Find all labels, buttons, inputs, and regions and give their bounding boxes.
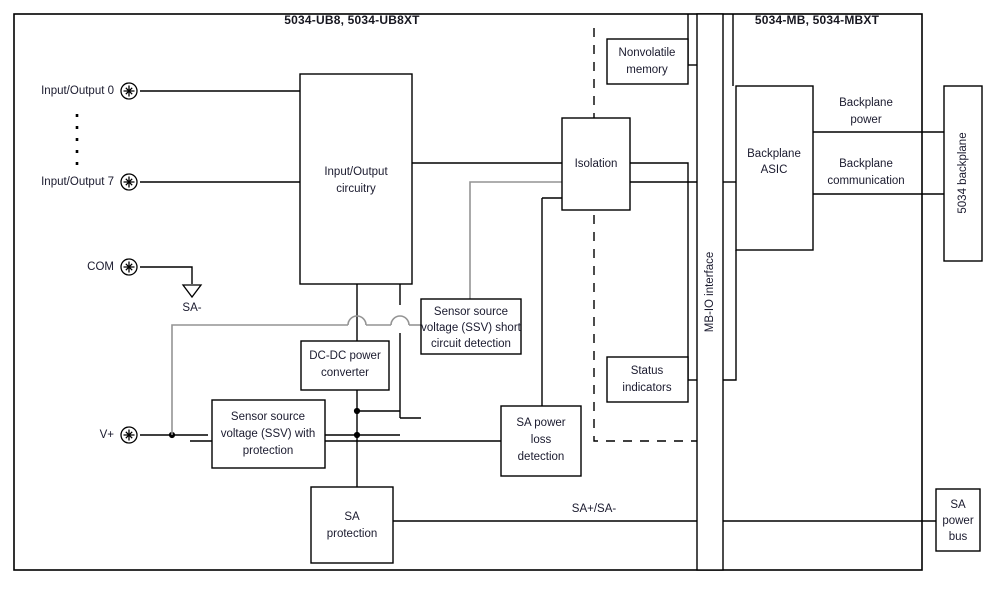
label-dcdc-1: DC-DC power [309,350,381,362]
block-io-circuitry [299,73,413,285]
label-ssv-prot-1: Sensor source [231,411,305,423]
block-ssv-short-circuit-detection [420,298,522,355]
label-backplane-communication-2: communication [827,175,904,187]
terminal-label-io0: Input/Output 0 [41,85,114,97]
label-5034-backplane: 5034 backplane [957,132,969,213]
terminal-com[interactable] [120,258,138,276]
label-io-circuitry-2: circuitry [336,183,376,195]
block-nonvolatile-memory [606,38,689,85]
module-outline [13,13,923,571]
label-backplane-power-1: Backplane [839,97,893,109]
header-left: 5034-UB8, 5034-UB8XT [284,13,420,27]
label-ssv-short-2: voltage (SSV) short [421,322,522,334]
block-dc-dc-converter [300,340,390,391]
block-mb-io-interface [696,13,724,571]
label-isolation: Isolation [575,158,618,170]
terminal-io0[interactable] [120,82,138,100]
label-ssv-prot-2: voltage (SSV) with [221,428,316,440]
header-right: 5034-MB, 5034-MBXT [755,13,880,27]
wire-com [140,266,193,284]
label-sa-power-bus-3: bus [949,531,968,543]
block-sa-power-loss-detection [500,405,582,477]
label-sa-loss-3: detection [518,451,565,463]
label-sa-bus: SA+/SA- [572,503,617,515]
block-sa-power-bus [935,488,981,552]
label-sa-protection-2: protection [327,528,378,540]
label-dcdc-2: converter [321,367,369,379]
block-ssv-with-protection [211,399,326,469]
terminal-label-com: COM [87,261,114,273]
block-isolation [561,117,631,211]
terminal-label-io7: Input/Output 7 [41,176,114,188]
label-nonvolatile-1: Nonvolatile [619,47,676,59]
terminal-vplus[interactable] [120,426,138,444]
wire-gray-ssv-sense-left [171,324,348,435]
ground-label: SA- [182,302,201,314]
label-status-2: indicators [622,382,671,394]
label-ssv-prot-3: protection [243,445,294,457]
label-backplane-power-2: power [850,114,881,126]
wire-hop-2 [390,315,410,326]
label-io-circuitry-1: Input/Output [324,166,388,178]
wire-hop-1 [347,315,367,326]
terminal-label-vplus: V+ [100,429,115,441]
terminal-io7[interactable] [120,173,138,191]
wire-isolation-top-route [630,162,689,380]
label-sa-loss-1: SA power [516,417,565,429]
wire-mbio-to-asic-bottom [723,250,737,381]
block-backplane-asic [735,85,814,251]
ground-symbol-sa-minus [181,284,203,299]
block-5034-backplane [943,85,983,262]
wire-gray-ssv-to-isolation [469,181,562,299]
label-backplane-asic-1: Backplane [747,148,801,160]
label-backplane-asic-2: ASIC [761,164,788,176]
label-sa-loss-2: loss [531,434,552,446]
label-sa-protection-1: SA [344,511,360,523]
label-nonvolatile-2: memory [626,64,668,76]
label-status-1: Status [631,365,664,377]
label-ssv-short-3: circuit detection [431,338,511,350]
label-ssv-short-1: Sensor source [434,306,508,318]
block-sa-protection [310,486,394,564]
block-status-indicators [606,356,689,403]
label-sa-power-bus-2: power [942,515,973,527]
label-sa-power-bus-1: SA [950,499,966,511]
label-mb-io-interface: MB-IO interface [704,252,716,333]
label-backplane-communication-1: Backplane [839,158,893,170]
